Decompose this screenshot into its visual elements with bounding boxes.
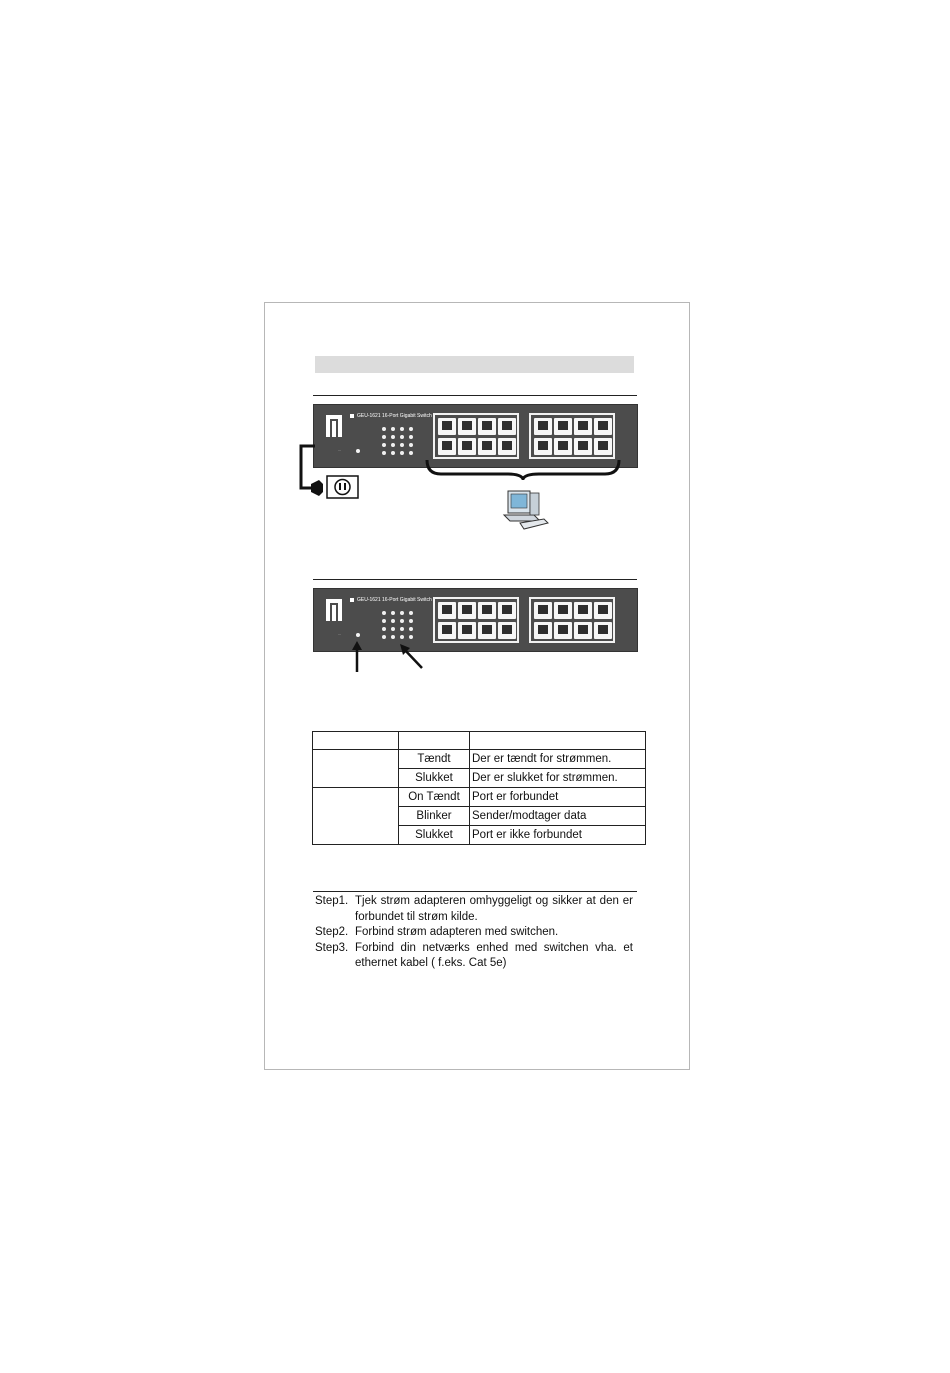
led-status: Blinker — [398, 806, 470, 826]
section-divider-leds — [313, 579, 637, 580]
led-status-table: Tændt Der er tændt for strømmen. Slukket… — [312, 731, 646, 845]
power-led — [356, 449, 360, 453]
led-name-power — [312, 749, 399, 788]
switch-front-panel-connection: GEU-1621 16-Port Gigabit Switch — — [313, 404, 638, 468]
step-text: Forbind din netværks enhed med switchen … — [355, 941, 633, 970]
led-status: On Tændt — [398, 787, 470, 807]
led-description: Der er slukket for strømmen. — [469, 768, 646, 788]
switch-model-label-2: GEU-1621 16-Port Gigabit Switch — [350, 597, 432, 603]
table-header-row — [312, 731, 646, 750]
list-item: Step1. Tjek strøm adapteren omhyggeligt … — [315, 894, 633, 925]
port-bank-9-16 — [529, 413, 615, 459]
section-divider-connection — [313, 395, 637, 396]
brand-logo — [325, 413, 343, 438]
table-row: Tændt Der er tændt for strømmen. — [312, 749, 646, 788]
step-text: Forbind strøm adapteren med switchen. — [355, 926, 559, 938]
list-item: Step2. Forbind strøm adapteren med switc… — [315, 925, 633, 941]
power-led — [356, 633, 360, 637]
step-label: Step1. — [315, 895, 349, 907]
power-label-mark: — — [338, 448, 341, 452]
step-label: Step3. — [315, 941, 349, 954]
port-bank-1-8 — [433, 597, 519, 643]
led-description: Port er forbundet — [469, 787, 646, 807]
section-divider-steps — [313, 891, 637, 892]
led-description: Der er tændt for strømmen. — [469, 749, 646, 769]
power-label-mark: — — [338, 632, 341, 636]
port-group-bracket — [425, 459, 621, 480]
table-row: Slukket Port er ikke forbundet — [313, 825, 646, 845]
led-description: Port er ikke forbundet — [469, 825, 646, 845]
installation-steps: Step1. Tjek strøm adapteren omhyggeligt … — [315, 894, 633, 972]
led-name-link — [312, 787, 399, 845]
link-led-grid — [382, 611, 414, 639]
brand-logo — [325, 597, 343, 622]
led-description: Sender/modtager data — [469, 806, 646, 826]
port-bank-9-16 — [529, 597, 615, 643]
led-status: Slukket — [398, 768, 470, 788]
led-pointer-arrows — [352, 641, 423, 672]
switch-model-label: GEU-1621 16-Port Gigabit Switch — [350, 413, 432, 419]
switch-front-panel-leds: GEU-1621 16-Port Gigabit Switch — — [313, 588, 638, 652]
led-status: Slukket — [398, 825, 470, 845]
step-label: Step2. — [315, 926, 349, 938]
port-bank-1-8 — [433, 413, 519, 459]
table-row: On Tændt Port er forbundet — [312, 787, 646, 845]
table-row: Slukket Der er slukket for strømmen. — [313, 768, 646, 788]
link-led-grid — [382, 427, 414, 455]
computer-icon — [502, 490, 549, 530]
step-text: Tjek strøm adapteren omhyggeligt og sikk… — [355, 895, 633, 923]
power-adapter-icon — [299, 444, 359, 499]
led-status: Tændt — [398, 749, 470, 769]
list-item: Step3. Forbind din netværks enhed med sw… — [315, 941, 633, 972]
section-header-bar — [315, 356, 634, 373]
